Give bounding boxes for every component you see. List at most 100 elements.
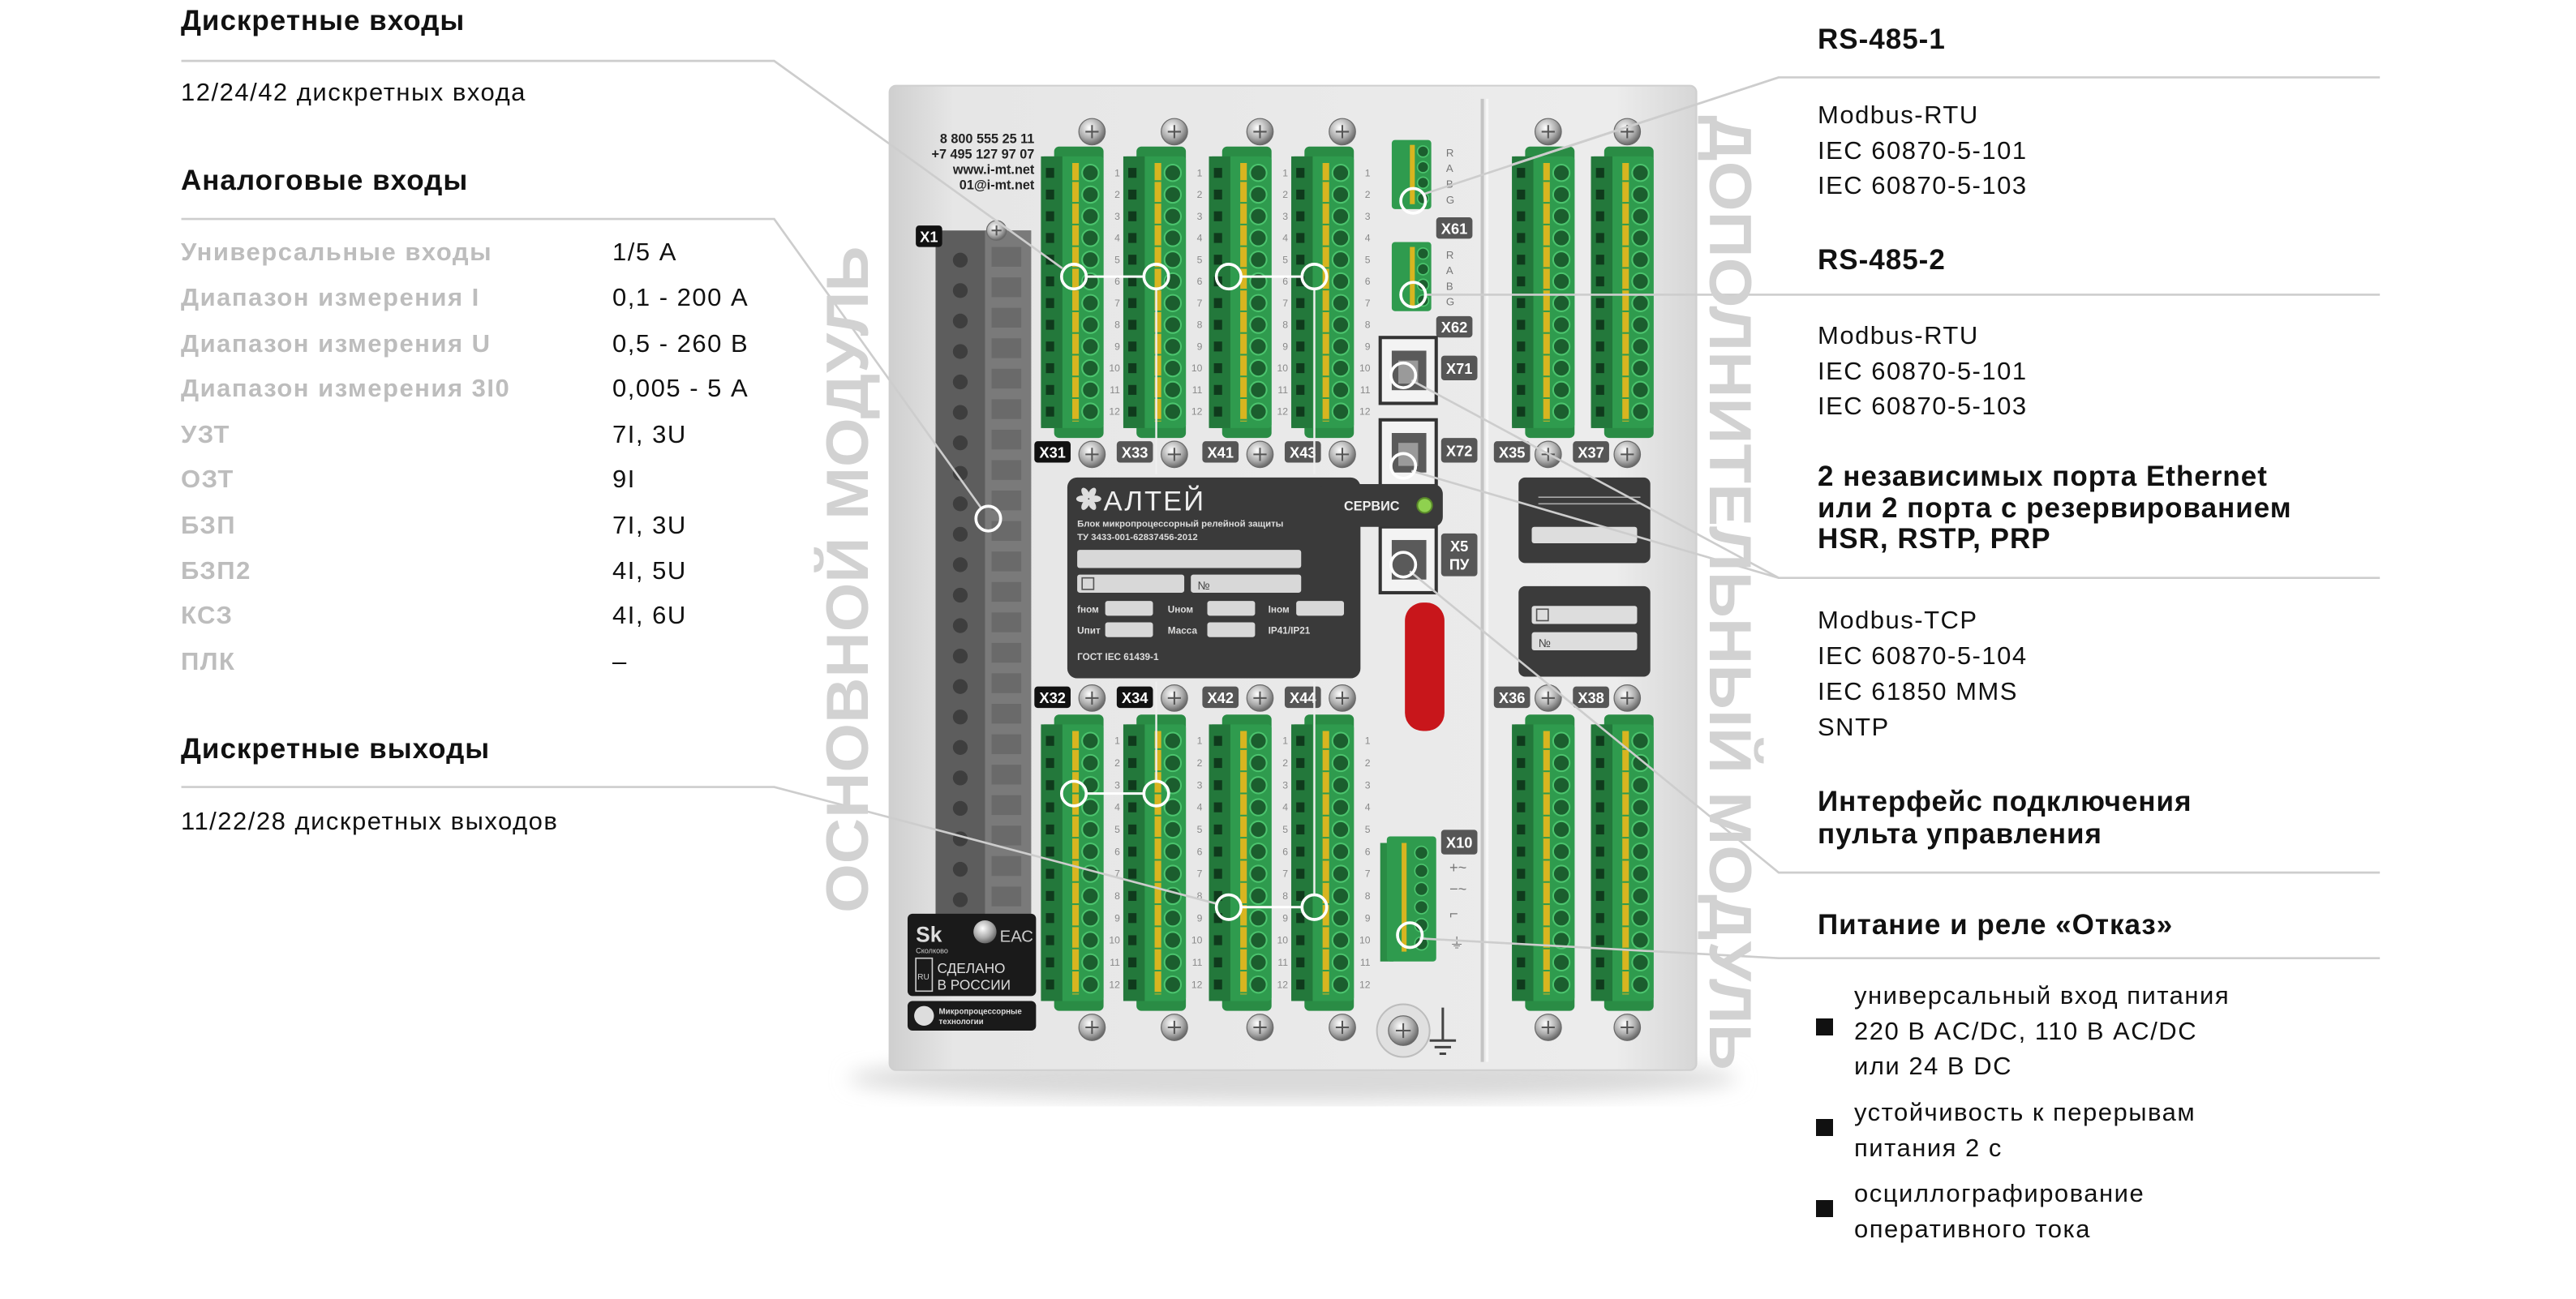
rs-pin-letter: A	[1446, 162, 1453, 174]
power-symbol: −~	[1449, 881, 1466, 898]
pin-number: 6	[1365, 276, 1371, 287]
ground-icon	[1429, 1007, 1457, 1055]
pin-number: 12	[1191, 979, 1203, 990]
rs-pin-letter: B	[1446, 280, 1453, 292]
pin-number: 6	[1365, 846, 1371, 857]
callout-circle	[1396, 921, 1424, 950]
row-value: –	[612, 647, 628, 675]
pin-number: 12	[1359, 406, 1371, 418]
terminal-block	[1512, 714, 1575, 1011]
power-symbol: ⏚	[1449, 935, 1464, 952]
number-field	[1191, 574, 1302, 593]
pin-number: 6	[1282, 846, 1288, 857]
bullet-line: питания 2 с	[1854, 1133, 2003, 1162]
x1-hole	[952, 283, 968, 298]
title-line: 2 независимых порта Ethernet	[1818, 461, 2268, 492]
terminal-label: X41	[1202, 441, 1239, 463]
pin-number: 12	[1191, 406, 1203, 418]
pin-number: 4	[1197, 802, 1203, 813]
brand-name: АЛТЕЙ	[1104, 484, 1205, 517]
pin-number: 10	[1109, 362, 1120, 374]
x1-hole	[952, 648, 968, 664]
screw-icon	[1613, 440, 1642, 469]
alarm-indicator	[1405, 602, 1445, 731]
ethernet-protocols: Modbus-TCP IEC 60870-5-104 IEC 61850 MMS…	[1818, 602, 2028, 745]
pin-number: 2	[1282, 757, 1288, 769]
pin-number: 2	[1114, 189, 1120, 200]
screw-icon	[1078, 684, 1106, 712]
nameplate-field-label: Iном	[1269, 604, 1290, 615]
pin-number: 3	[1282, 211, 1288, 222]
pin-number: 8	[1114, 319, 1120, 331]
terminal-label-text: X10	[1446, 834, 1473, 851]
pin-number: 11	[1277, 957, 1288, 968]
bullet-line: или 24 В DC	[1854, 1052, 2012, 1080]
company-logo-icon	[914, 1005, 934, 1026]
terminal-label-text: X1	[920, 228, 938, 245]
pin-number: 12	[1359, 979, 1371, 990]
x1-hole	[952, 313, 968, 329]
x1-hole	[952, 435, 968, 451]
x1-hole	[952, 618, 968, 633]
power-bullet-1: универсальный вход питания 220 В AC/DC, …	[1854, 978, 2230, 1084]
terminal-label-text: X72	[1446, 442, 1473, 459]
row-label: Универсальные входы	[181, 238, 493, 266]
screw-icon	[973, 920, 997, 944]
leader-lines	[181, 59, 2381, 960]
x1-hole	[952, 252, 968, 268]
title-line: HSR, RSTP, PRP	[1818, 523, 2051, 555]
protocol: Modbus-TCP	[1818, 606, 1978, 634]
nameplate-field-label: Uпит	[1077, 626, 1101, 637]
nameplate-field-box	[1207, 601, 1256, 616]
pin-number: 2	[1197, 189, 1203, 200]
terminal-block	[1291, 714, 1355, 1011]
terminal-label-text: X44	[1290, 689, 1316, 706]
callout-circle	[1389, 452, 1418, 480]
row-value: 0,005 - 5 А	[612, 374, 749, 402]
protocol: SNTP	[1818, 713, 1890, 741]
extra-nameplate-2	[1518, 585, 1651, 677]
callout-circle	[1300, 893, 1329, 921]
pin-number: 12	[1109, 406, 1120, 418]
leader-line	[1409, 570, 2381, 874]
terminal-block	[1291, 146, 1355, 439]
x1-hole	[952, 526, 968, 542]
screw-icon	[1246, 440, 1274, 469]
pin-number: 10	[1191, 362, 1203, 374]
number-sign: №	[1539, 637, 1551, 650]
pin-number: 5	[1114, 824, 1120, 835]
made-in-russia: СДЕЛАНО	[938, 960, 1006, 976]
screw-icon	[1078, 440, 1106, 469]
pin-number: 5	[1282, 254, 1288, 265]
callout-circle	[974, 504, 1002, 533]
pin-number: 3	[1365, 211, 1371, 222]
contact-text: +7 495 127 97 07	[931, 148, 1034, 162]
power-bullet-2: устойчивость к перерывам питания 2 с	[1854, 1095, 2196, 1165]
screw-icon	[1613, 1014, 1642, 1041]
callout-circle	[1389, 361, 1418, 389]
pin-number: 2	[1282, 189, 1288, 200]
bullet-icon	[1816, 1018, 1833, 1035]
row-label: Диапазон измерения U	[181, 329, 492, 358]
pin-number: 11	[1110, 957, 1120, 968]
digital-inputs-text: 12/24/42 дискретных входа	[181, 78, 526, 106]
pin-number: 8	[1282, 890, 1288, 902]
rs-pin-letter: G	[1446, 296, 1454, 308]
pin-number: 1	[1197, 167, 1203, 178]
terminal-label-text: X61	[1441, 220, 1467, 237]
x1-hole	[952, 374, 968, 390]
pin-number: 10	[1277, 935, 1288, 946]
pin-numbers: 1234567891011121234567891011121234567891…	[1109, 167, 1370, 990]
contact-text: www.i-mt.net	[952, 162, 1035, 177]
screw-icon	[1161, 440, 1188, 469]
power-symbol: +~	[1449, 859, 1466, 876]
product-spec: ТУ 3433-001-62837456-2012	[1077, 533, 1198, 542]
pin-number: 7	[1282, 298, 1288, 309]
row-label: Диапазон измерения 3I0	[181, 374, 511, 402]
bullet-icon	[1816, 1200, 1833, 1217]
nameplate-field-label: Масса	[1168, 626, 1198, 637]
terminal-block	[1123, 714, 1187, 1011]
screw-icon	[1246, 684, 1274, 712]
callout-circle	[1059, 263, 1088, 291]
